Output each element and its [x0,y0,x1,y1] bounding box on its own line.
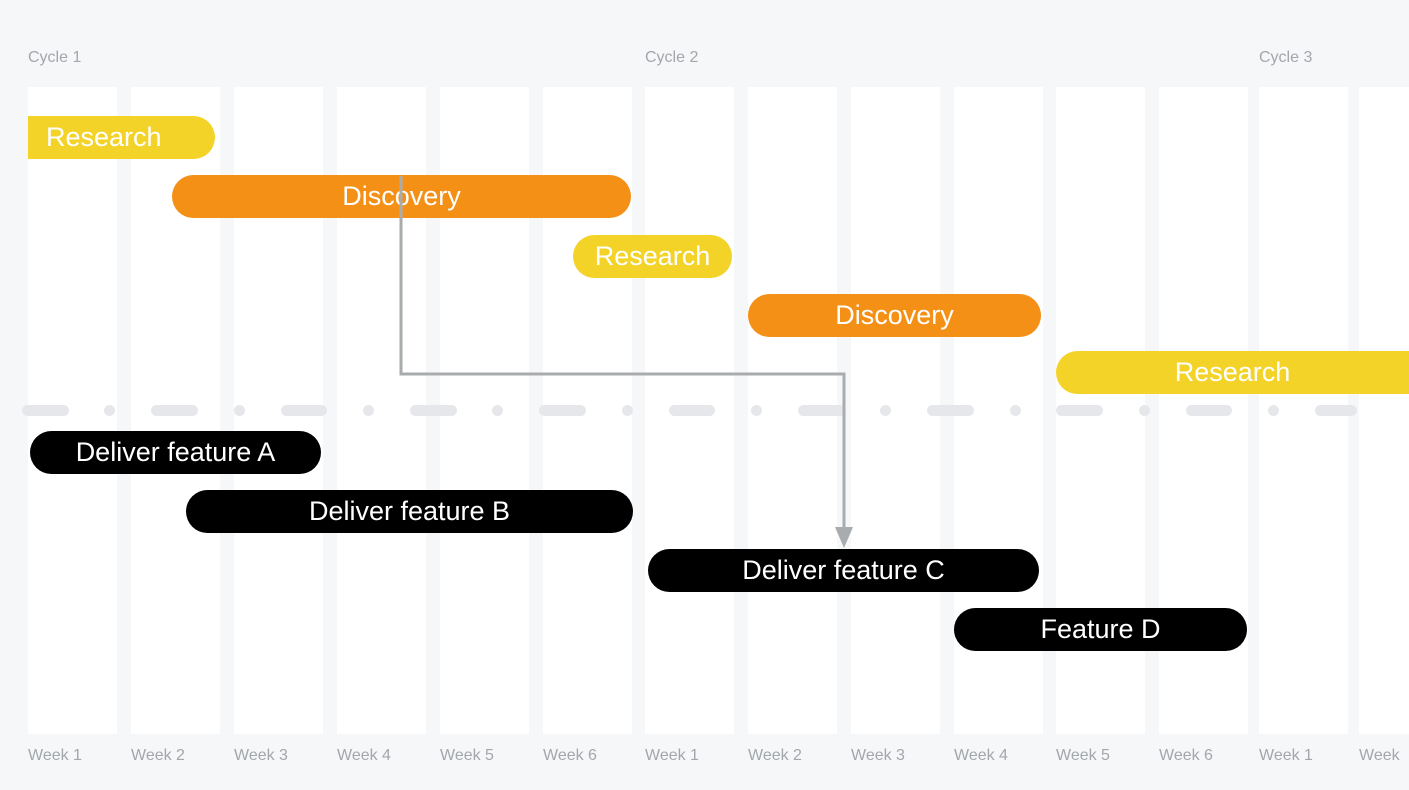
separator-dash [410,405,457,416]
task-label: Research [594,241,711,271]
separator-dash [1186,405,1232,416]
week-label: Week 3 [234,747,288,764]
task-label: Deliver feature C [742,555,945,585]
task-research-2[interactable]: Research [573,235,732,278]
task-label: Research [1174,357,1291,387]
separator-dash [927,405,974,416]
separator-dash [1315,405,1357,416]
task-label: Discovery [342,181,461,211]
week-label: Week 5 [440,747,494,764]
separator-dot [1139,405,1150,416]
week-label: Week 5 [1056,747,1110,764]
cycle-label-1: Cycle 1 [28,49,82,66]
separator-dot [363,405,374,416]
week-label: Week 3 [851,747,905,764]
separator-dash [1056,405,1103,416]
task-research-3[interactable]: Research [1056,351,1409,394]
separator-dash [281,405,327,416]
week-label: Week [1359,747,1400,764]
task-deliver-feature-c[interactable]: Deliver feature C [648,549,1039,592]
cycle-label-2: Cycle 2 [645,49,699,66]
separator-dot [234,405,245,416]
week-column [1359,87,1409,734]
separator-dot [104,405,115,416]
week-column [851,87,940,734]
task-label: Deliver feature B [308,496,511,526]
week-label: Week 6 [543,747,597,764]
separator-dot [1268,405,1279,416]
separator-dot [1010,405,1021,416]
separator-dot [622,405,633,416]
task-discovery-2[interactable]: Discovery [748,294,1041,337]
task-deliver-feature-a[interactable]: Deliver feature A [30,431,321,474]
task-label: Research [46,122,162,152]
task-label: Discovery [835,300,954,330]
week-label: Week 2 [131,747,185,764]
task-discovery-1[interactable]: Discovery [172,175,631,218]
separator-dash [669,405,715,416]
task-deliver-feature-b[interactable]: Deliver feature B [186,490,633,533]
week-label: Week 4 [954,747,1008,764]
week-label: Week 1 [28,747,82,764]
week-label: Week 1 [1259,747,1313,764]
separator-dash [539,405,586,416]
separator-dash [798,405,845,416]
week-label: Week 2 [748,747,802,764]
separator-dot [751,405,762,416]
task-label: Feature D [1040,614,1161,644]
task-research-1[interactable]: Research [28,116,215,159]
task-label: Deliver feature A [75,437,276,467]
separator-dash [151,405,198,416]
separator-dot [492,405,503,416]
separator-dash [22,405,69,416]
separator-dot [880,405,891,416]
task-feature-d[interactable]: Feature D [954,608,1247,651]
week-label: Week 1 [645,747,699,764]
week-label: Week 4 [337,747,391,764]
week-label: Week 6 [1159,747,1213,764]
cycle-label-3: Cycle 3 [1259,49,1313,66]
